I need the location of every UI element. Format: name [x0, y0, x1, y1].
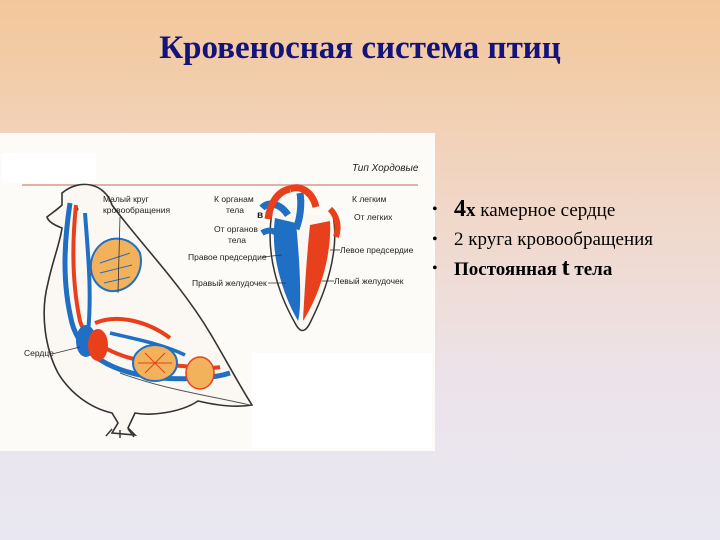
wing-line: [119, 372, 251, 406]
bullet-number: 4: [454, 196, 466, 222]
left-ventricle-fill: [303, 221, 331, 321]
bird-diagram-svg: Тип Хордовые Малый круг кровообращения С…: [2, 153, 432, 448]
label-heart: Сердце: [24, 348, 54, 358]
bullet-text-suffix: тела: [569, 259, 613, 280]
vena-cava: [260, 227, 287, 243]
organ-capillaries: [138, 352, 172, 374]
label-right-atrium: Правое предсердие: [188, 252, 267, 262]
bullet-item: • Постоянная t тела: [424, 254, 653, 284]
bullet-item: • 2 круга кровообращения: [424, 225, 653, 254]
label-patch: [252, 353, 432, 448]
venous-vessel: [109, 331, 186, 357]
bullet-list: • 4х камерное сердце • 2 круга кровообра…: [424, 195, 653, 284]
label-left-ventricle: Левый желудочек: [334, 276, 404, 286]
pointer-line: [117, 216, 121, 294]
label-left-atrium: Левое предсердие: [340, 245, 414, 255]
label-patch: [2, 153, 96, 183]
label-right-ventricle: Правый желудочек: [192, 278, 267, 288]
pointer-line: [261, 254, 283, 258]
right-ventricle-fill: [273, 218, 301, 321]
arterial-vessel: [94, 316, 172, 340]
pulmonary-artery: [292, 192, 305, 231]
bullet-dot: •: [432, 260, 438, 277]
aorta: [288, 184, 320, 209]
figure-header: Тип Хордовые: [352, 163, 419, 174]
pointer-line: [51, 346, 81, 355]
label-to-organs-1: К органам: [214, 194, 254, 204]
bird-feet: [105, 428, 135, 438]
bullet-number-suffix: х: [466, 200, 476, 221]
label-from-organs-2: тела: [228, 235, 246, 245]
aorta: [264, 185, 291, 220]
label-from-organs-1: От органов: [214, 224, 258, 234]
label-to-organs-2: тела: [226, 205, 244, 215]
pulmonary-vein: [327, 206, 341, 238]
lung: [90, 237, 142, 293]
bullet-dot: •: [432, 231, 438, 248]
bullet-item: • 4х камерное сердце: [424, 195, 653, 225]
label-small-circle-2: кровообращения: [103, 205, 170, 215]
label-letter-b: в: [257, 210, 263, 221]
bullet-text: камерное сердце: [475, 200, 616, 221]
bullet-text: 2 круга кровообращения: [454, 229, 654, 250]
label-small-circle-1: Малый круг: [103, 194, 149, 204]
bullet-dot: •: [432, 201, 438, 218]
organ-tail: [185, 356, 215, 390]
lung-veins: [99, 252, 133, 284]
bird-heart-left: [88, 329, 108, 361]
label-from-lungs: От легких: [354, 212, 393, 222]
bird-circulation-figure: Тип Хордовые Малый круг кровообращения С…: [0, 133, 435, 451]
label-to-lungs: К легким: [352, 194, 387, 204]
bullet-text-prefix: Постоянная: [454, 259, 562, 280]
venous-vessel: [83, 212, 92, 334]
slide-title: Кровеносная система птиц: [159, 30, 561, 66]
bullet-big-letter: t: [561, 255, 570, 281]
